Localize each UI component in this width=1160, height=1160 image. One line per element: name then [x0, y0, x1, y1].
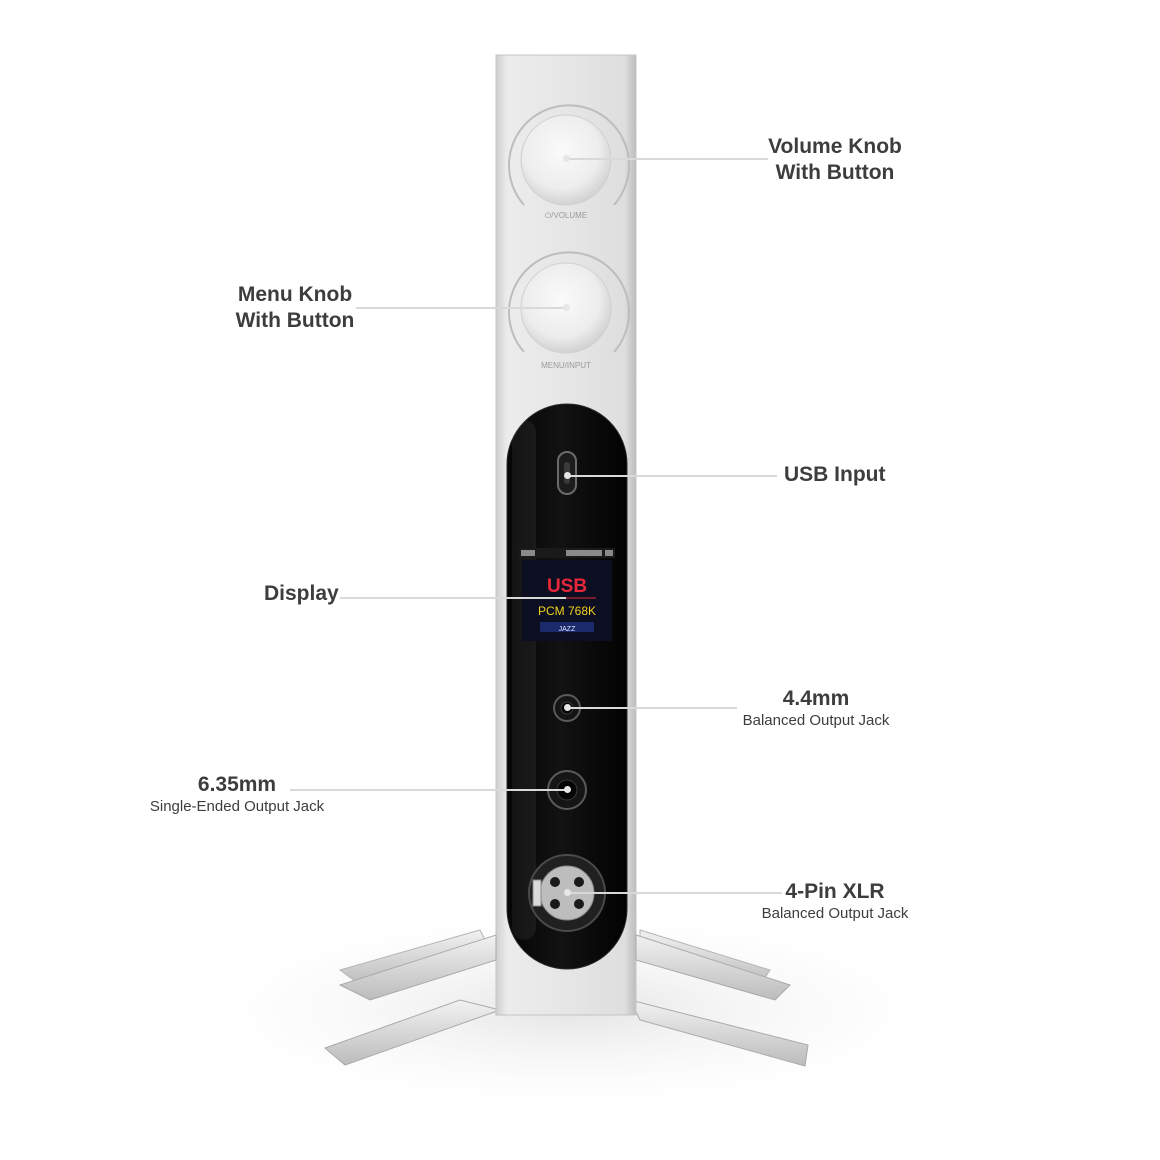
xlr-connector-illustration: [528, 854, 606, 932]
screen-filter-text: JAZZ: [559, 626, 576, 633]
callout-usb-input: USB Input: [784, 463, 886, 486]
screen-format-text: PCM 768K: [538, 604, 596, 618]
leader-volume-knob: [566, 158, 768, 160]
callout-jack-635: 6.35mm Single-Ended Output Jack: [137, 772, 337, 816]
stand-foot-front-left: [338, 934, 497, 1001]
stand-foot-front-right: [635, 934, 791, 1001]
display-screen: USB PCM 768K JAZZ: [519, 548, 615, 641]
callout-menu-knob: Menu Knob With Button: [195, 282, 395, 334]
knob-bottom-label: MENU/INPUT: [541, 361, 591, 370]
callout-xlr-title: 4-Pin XLR: [785, 880, 885, 903]
leader-dot-volume-knob: [563, 155, 570, 162]
callout-volume-knob-line2: With Button: [775, 161, 895, 184]
leader-usb-input: [567, 475, 777, 477]
callout-jack-44: 4.4mm Balanced Output Jack: [716, 686, 916, 730]
leader-dot-jack-44: [564, 704, 571, 711]
screen-input-text: USB: [547, 576, 587, 597]
glass-panel: [506, 403, 628, 970]
callout-jack-635-title: 6.35mm: [197, 773, 277, 796]
leader-jack-44: [567, 707, 737, 709]
callout-jack-635-subtitle: Single-Ended Output Jack: [149, 798, 325, 815]
callout-volume-knob-line1: Volume Knob: [768, 135, 902, 158]
leader-jack-635: [290, 789, 567, 791]
callout-menu-knob-line2: With Button: [235, 309, 355, 332]
callout-jack-44-subtitle: Balanced Output Jack: [742, 712, 890, 729]
callout-xlr: 4-Pin XLR Balanced Output Jack: [735, 879, 935, 923]
callout-jack-44-title: 4.4mm: [782, 687, 850, 710]
leader-xlr: [567, 892, 782, 894]
leader-menu-knob: [356, 307, 568, 309]
callout-display: Display: [264, 582, 339, 605]
knob-top-label: ⏻/VOLUME: [545, 211, 587, 220]
leader-dot-xlr: [564, 889, 571, 896]
leader-display: [340, 597, 566, 599]
callout-menu-knob-line1: Menu Knob: [237, 283, 353, 306]
callout-xlr-subtitle: Balanced Output Jack: [761, 905, 909, 922]
leader-dot-usb-input: [564, 472, 571, 479]
leader-dot-jack-635: [564, 786, 571, 793]
callout-volume-knob: Volume Knob With Button: [735, 134, 935, 186]
leader-dot-menu-knob: [563, 304, 570, 311]
